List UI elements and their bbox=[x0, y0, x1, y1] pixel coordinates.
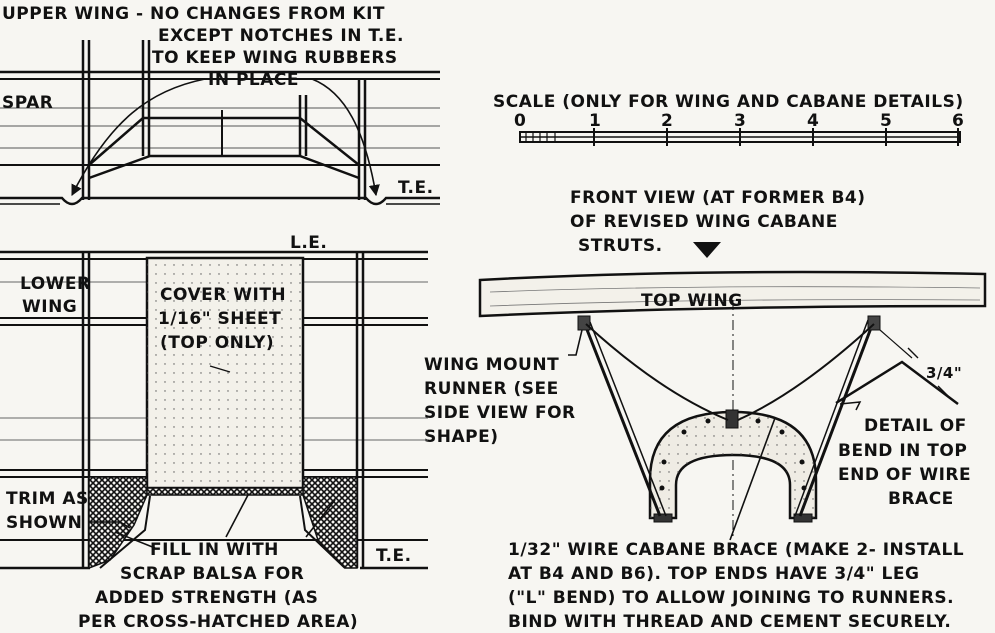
fill-note-line-4: PER CROSS-HATCHED AREA) bbox=[78, 612, 358, 632]
trim-note-line-2: SHOWN bbox=[6, 513, 82, 533]
cover-note-line-2: 1/16" SHEET bbox=[158, 309, 281, 329]
front-view-caption: FRONT VIEW (AT FORMER B4) OF REVISED WIN… bbox=[570, 188, 866, 256]
upper-wing-note: UPPER WING - NO CHANGES FROM KIT EXCEPT … bbox=[2, 4, 404, 90]
cover-note: COVER WITH 1/16" SHEET (TOP ONLY) bbox=[158, 285, 286, 353]
lower-wing-label-line-1: LOWER bbox=[20, 274, 91, 294]
upper-wing-note-line-4: IN PLACE bbox=[208, 70, 299, 90]
wire-note-line-3: ("L" BEND) TO ALLOW JOINING TO RUNNERS. bbox=[508, 588, 954, 608]
scale-bar bbox=[519, 128, 961, 146]
cabane-front-view bbox=[478, 270, 987, 541]
scale-tick-6: 6 bbox=[952, 111, 964, 131]
bend-detail-line-3: END OF WIRE bbox=[838, 465, 971, 485]
wire-note: 1/32" WIRE CABANE BRACE (MAKE 2- INSTALL… bbox=[508, 540, 964, 632]
scale-tick-1: 1 bbox=[589, 111, 601, 131]
front-view-caption-line-2: OF REVISED WING CABANE bbox=[570, 212, 838, 232]
lower-wing-drawing bbox=[0, 250, 428, 570]
upper-wing-note-line-3: TO KEEP WING RUBBERS bbox=[152, 48, 398, 68]
scale-ticks: 0 1 2 3 4 5 6 bbox=[514, 111, 964, 131]
runner-label-line-2: RUNNER (SEE bbox=[424, 379, 559, 399]
spar-label: SPAR bbox=[2, 93, 53, 113]
runner-label-line-1: WING MOUNT bbox=[424, 355, 559, 375]
scale-tick-4: 4 bbox=[807, 111, 819, 131]
top-wing-label: TOP WING bbox=[641, 291, 743, 311]
scale-tick-2: 2 bbox=[661, 111, 673, 131]
bend-detail-label: DETAIL OF BEND IN TOP END OF WIRE BRACE bbox=[838, 416, 971, 509]
scale-tick-0: 0 bbox=[514, 111, 526, 131]
down-arrow-icon bbox=[693, 242, 721, 258]
upper-wing-note-line-1: UPPER WING - NO CHANGES FROM KIT bbox=[2, 4, 385, 24]
lower-wing-label: LOWER WING bbox=[20, 274, 91, 317]
bend-detail-line-2: BEND IN TOP bbox=[838, 441, 967, 461]
upper-wing-note-line-2: EXCEPT NOTCHES IN T.E. bbox=[158, 26, 404, 46]
wire-note-line-1: 1/32" WIRE CABANE BRACE (MAKE 2- INSTALL bbox=[508, 540, 964, 560]
bend-detail-line-4: BRACE bbox=[888, 489, 954, 509]
lower-wing-label-line-2: WING bbox=[22, 297, 77, 317]
fill-note-line-3: ADDED STRENGTH (AS bbox=[95, 588, 318, 608]
bend-detail-line-1: DETAIL OF bbox=[864, 416, 967, 436]
front-view-caption-line-1: FRONT VIEW (AT FORMER B4) bbox=[570, 188, 866, 208]
scale-label: SCALE (ONLY FOR WING AND CABANE DETAILS) bbox=[493, 92, 964, 112]
scale-tick-5: 5 bbox=[880, 111, 892, 131]
runner-label: WING MOUNT RUNNER (SEE SIDE VIEW FOR SHA… bbox=[424, 355, 576, 447]
fill-note: FILL IN WITH SCRAP BALSA FOR ADDED STREN… bbox=[78, 540, 358, 632]
trim-note: TRIM AS SHOWN bbox=[6, 489, 89, 533]
runner-label-line-4: SHAPE) bbox=[424, 427, 498, 447]
upper-te-label: T.E. bbox=[398, 178, 434, 198]
fill-note-line-2: SCRAP BALSA FOR bbox=[120, 564, 304, 584]
le-label: L.E. bbox=[290, 233, 327, 253]
wire-note-line-2: AT B4 AND B6). TOP ENDS HAVE 3/4" LEG bbox=[508, 564, 919, 584]
cover-note-line-1: COVER WITH bbox=[160, 285, 286, 305]
upper-wing-drawing bbox=[0, 40, 440, 206]
front-view-caption-line-3: STRUTS. bbox=[578, 236, 663, 256]
fill-note-line-1: FILL IN WITH bbox=[150, 540, 279, 560]
cover-note-line-3: (TOP ONLY) bbox=[160, 333, 274, 353]
runner-label-line-3: SIDE VIEW FOR bbox=[424, 403, 576, 423]
wire-note-line-4: BIND WITH THREAD AND CEMENT SECURELY. bbox=[508, 612, 951, 632]
scale-tick-3: 3 bbox=[734, 111, 746, 131]
lower-te-label: T.E. bbox=[376, 546, 412, 566]
trim-note-line-1: TRIM AS bbox=[6, 489, 89, 509]
dimension-label: 3/4" bbox=[926, 364, 962, 382]
